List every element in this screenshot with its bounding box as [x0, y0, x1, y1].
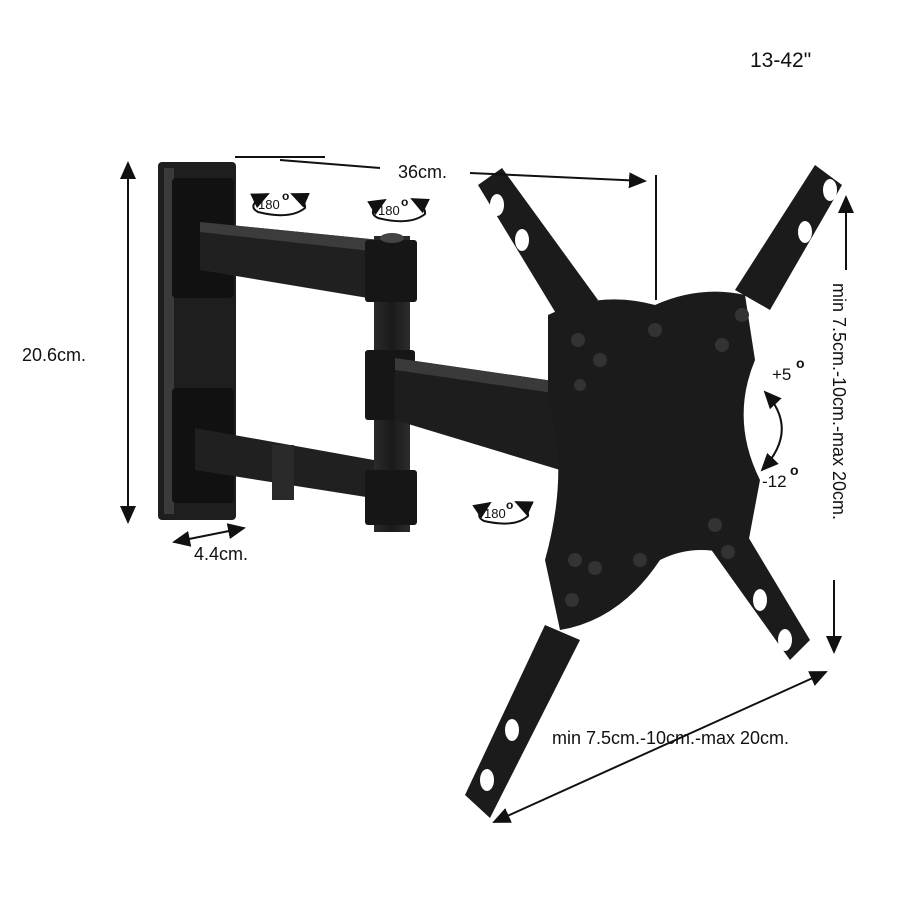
- vesa-vertical-label: min 7.5cm.-10cm.-max 20cm.: [829, 283, 849, 520]
- extension-arm-highlight: [395, 358, 560, 394]
- vesa-plate: [465, 165, 842, 818]
- tilt-down-degree: o: [790, 462, 799, 478]
- swivel-icon: [250, 192, 310, 217]
- screen-size-label: 13-42": [750, 49, 811, 72]
- vesa-horizontal-label: min 7.5cm.-10cm.-max 20cm.: [552, 728, 789, 748]
- dimension-lines: [120, 156, 854, 823]
- lower-arm-joint: [272, 445, 294, 500]
- plate-height-label: 20.6cm.: [22, 345, 86, 365]
- pivot-bracket: [365, 470, 417, 525]
- swivel-degree-2: o: [401, 195, 408, 209]
- plate-depth-label: 4.4cm.: [194, 544, 248, 564]
- upper-arm-highlight: [200, 222, 380, 252]
- swivel-angle-1: 180: [258, 197, 280, 212]
- swivel-icon: [367, 198, 430, 223]
- pivot-cap: [380, 233, 404, 243]
- swivel-degree-1: o: [282, 189, 289, 203]
- swivel-degree-3: o: [506, 498, 513, 512]
- tilt-up-label: +5: [772, 365, 791, 384]
- tilt-up-degree: o: [796, 355, 805, 371]
- swivel-angle-2: 180: [378, 203, 400, 218]
- screws: [565, 308, 749, 607]
- swivel-icon: [472, 501, 534, 525]
- pivot-bracket: [365, 240, 417, 302]
- tilt-arrow-icon: [760, 390, 783, 472]
- arm-length-label: 36cm.: [398, 162, 447, 182]
- swivel-angle-3: 180: [484, 506, 506, 521]
- tilt-down-label: -12: [762, 472, 787, 491]
